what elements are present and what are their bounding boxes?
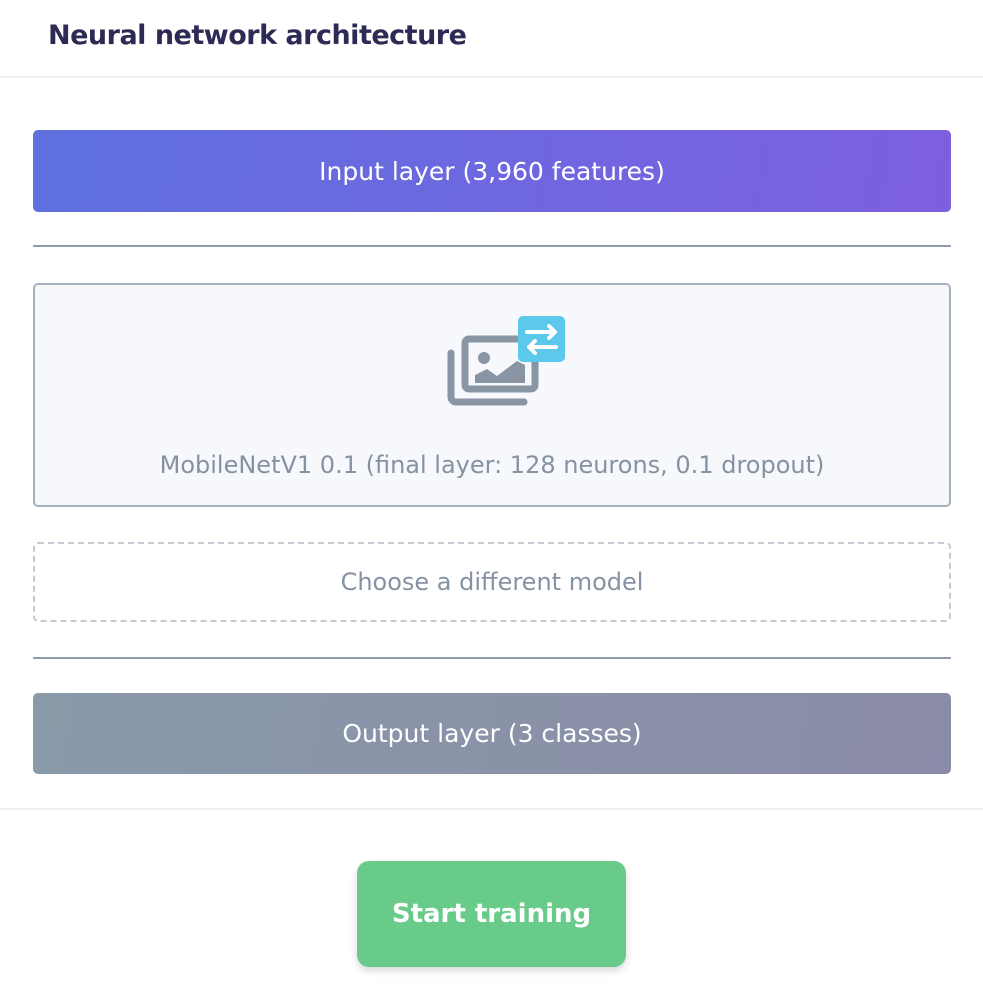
divider [0,808,983,810]
divider [33,657,951,659]
model-card[interactable]: MobileNetV1 0.1 (final layer: 128 neuron… [33,283,951,507]
model-description: MobileNetV1 0.1 (final layer: 128 neuron… [159,451,825,479]
input-layer: Input layer (3,960 features) [33,130,951,212]
output-layer: Output layer (3 classes) [33,693,951,774]
image-transfer-icon [447,316,565,406]
start-training-button[interactable]: Start training [357,861,626,967]
divider [33,245,951,247]
choose-model-button[interactable]: Choose a different model [33,542,951,622]
header: Neural network architecture [0,0,983,78]
page-title: Neural network architecture [48,20,467,51]
